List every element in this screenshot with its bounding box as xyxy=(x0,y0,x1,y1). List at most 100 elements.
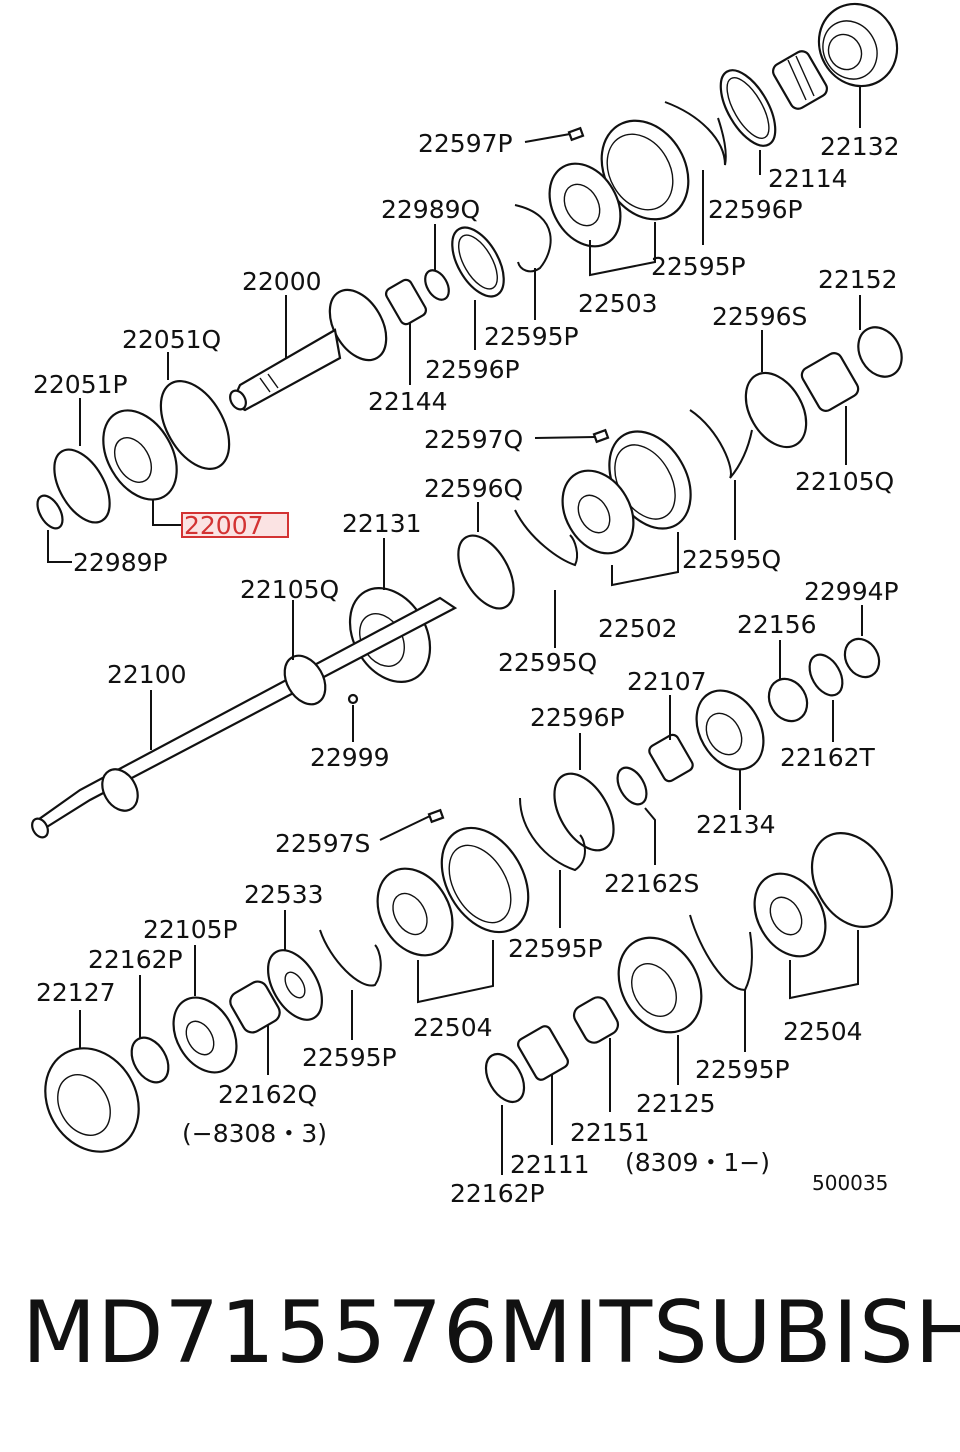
spring-22595P-mid xyxy=(519,797,586,872)
washer-22162P-right xyxy=(484,1053,526,1103)
collar-22162Q xyxy=(229,980,281,1034)
label-22131: 22131 xyxy=(342,509,422,538)
label-22162S: 22162S xyxy=(604,869,699,898)
label-22000: 22000 xyxy=(242,267,322,296)
label-22105P: 22105P xyxy=(143,915,238,944)
label-22994P: 22994P xyxy=(804,577,899,606)
spring-22596P-top xyxy=(664,101,727,166)
label-22989P: 22989P xyxy=(73,548,168,577)
shaft-22100 xyxy=(31,596,458,839)
label-22111: 22111 xyxy=(510,1150,590,1179)
label-22595P-left-lower: 22595P xyxy=(302,1043,397,1072)
key-22597Q xyxy=(592,428,610,444)
label-22152: 22152 xyxy=(818,265,898,294)
bearing-22144 xyxy=(384,278,428,326)
label-22597P-top: 22597P xyxy=(418,129,513,158)
label-22107: 22107 xyxy=(627,667,707,696)
spring-22595Q-left xyxy=(514,509,579,567)
collar-22156 xyxy=(767,677,809,723)
collar-22152 xyxy=(857,326,903,378)
ring-22114 xyxy=(719,69,777,147)
synchro-22503 xyxy=(548,119,690,248)
label-22156: 22156 xyxy=(737,610,817,639)
spring-22595P-right-lower xyxy=(689,914,753,992)
label-22162P-right: 22162P xyxy=(450,1179,545,1208)
label-22595Q-right: 22595Q xyxy=(682,545,781,574)
label-22502: 22502 xyxy=(598,614,678,643)
bearing-22105P xyxy=(172,996,238,1074)
label-22503: 22503 xyxy=(578,289,658,318)
collar-22151 xyxy=(572,996,620,1044)
label-22114: 22114 xyxy=(768,164,848,193)
gear-22127 xyxy=(44,1047,140,1153)
label-22144: 22144 xyxy=(368,387,448,416)
part-number-caption: MD715576 xyxy=(22,1283,499,1383)
label-22595P-center: 22595P xyxy=(508,934,603,963)
label-22105Q-left: 22105Q xyxy=(240,575,339,604)
label-22596Q: 22596Q xyxy=(424,474,523,503)
washer-22162T xyxy=(808,653,844,697)
bearing-22111 xyxy=(517,1025,569,1081)
label-22100: 22100 xyxy=(107,660,187,689)
synchro-22504-left xyxy=(376,826,530,957)
label-22533: 22533 xyxy=(244,880,324,909)
label-22596P-lower: 22596P xyxy=(530,703,625,732)
note-after-8309: (8309・1−) xyxy=(625,1148,770,1177)
leader-lines xyxy=(47,85,863,1175)
ring-22989P xyxy=(36,494,64,530)
label-22105Q-right: 22105Q xyxy=(795,467,894,496)
brand-caption: MITSUBISHI xyxy=(498,1283,960,1383)
synchro-22502 xyxy=(561,430,692,555)
label-22596P-mid: 22596P xyxy=(425,355,520,384)
label-22134: 22134 xyxy=(696,810,776,839)
highlight-box-22007 xyxy=(181,512,289,538)
label-22595P-mid: 22595P xyxy=(484,322,579,351)
spring-22595P-left-lower xyxy=(319,929,382,987)
label-22162T: 22162T xyxy=(780,743,876,772)
bearing-22107 xyxy=(648,733,694,783)
washer-22162S xyxy=(616,766,648,806)
label-22596S: 22596S xyxy=(712,302,807,331)
washer-22162P-left xyxy=(130,1036,170,1084)
label-22007: 22007 xyxy=(184,511,264,540)
label-22597S: 22597S xyxy=(275,829,370,858)
label-22162Q: 22162Q xyxy=(218,1080,317,1109)
label-22596P-top: 22596P xyxy=(708,195,803,224)
label-22989Q: 22989Q xyxy=(381,195,480,224)
label-22597Q: 22597Q xyxy=(424,425,523,454)
part-labels: 22597P 22132 22114 22989Q 22596P 22595P … xyxy=(33,129,900,1208)
label-22051Q: 22051Q xyxy=(122,325,221,354)
label-22127: 22127 xyxy=(36,978,116,1007)
label-22051P: 22051P xyxy=(33,370,128,399)
label-22595Q-left: 22595Q xyxy=(498,648,597,677)
diagram-id: 500035 xyxy=(812,1171,888,1195)
ring-22989Q xyxy=(424,269,450,301)
synchro-22504-right xyxy=(753,832,894,958)
ring-22596Q xyxy=(457,534,515,610)
bearing-22007 xyxy=(102,409,178,501)
ring-22596S xyxy=(744,371,808,449)
note-before-8308: (−8308・3) xyxy=(182,1119,327,1148)
label-22595P-right-lower: 22595P xyxy=(695,1055,790,1084)
shaft-22000 xyxy=(229,288,388,412)
gear-22132 xyxy=(817,2,899,88)
bearing-22114 xyxy=(772,50,828,110)
gear-22125 xyxy=(617,936,703,1034)
ball-22999 xyxy=(347,693,359,705)
nut-22994P xyxy=(843,637,881,679)
ring-22051Q xyxy=(159,380,231,470)
spring-22595P-top xyxy=(514,204,552,273)
label-22132: 22132 xyxy=(820,132,900,161)
label-22595P-top: 22595P xyxy=(651,252,746,281)
plate-22533 xyxy=(266,949,324,1021)
ring-22051P xyxy=(53,448,111,524)
key-22597P-top xyxy=(567,126,585,142)
key-22597S xyxy=(427,808,445,824)
ring-22596P-lower xyxy=(553,772,615,852)
spring-22595Q-right xyxy=(689,409,753,479)
gear-22134 xyxy=(695,689,765,771)
ring-22596P-mid xyxy=(451,226,505,298)
label-22999: 22999 xyxy=(310,743,390,772)
